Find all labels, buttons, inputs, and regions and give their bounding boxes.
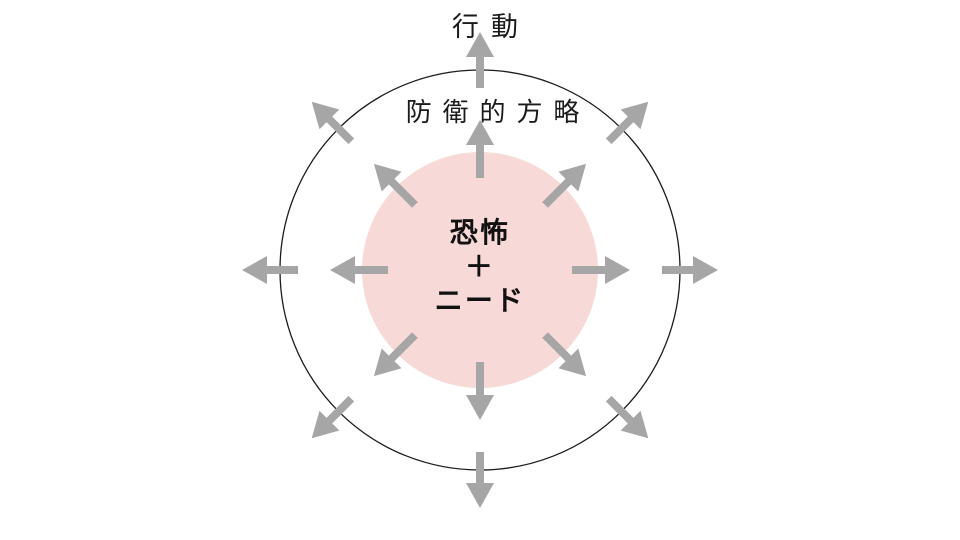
arrow-head-inner-90: [466, 395, 494, 420]
arrow-shaft-outer-135: [325, 395, 355, 425]
core-line-need: ニード: [434, 285, 526, 316]
core-line-fear: 恐怖: [449, 217, 511, 248]
core-label-fear-plus-need: 恐怖 ＋ ニード: [435, 216, 526, 318]
arrow-shaft-inner-135: [387, 332, 418, 363]
label-defensive-strategy: 防衛的方略: [405, 97, 591, 127]
arrow-shaft-inner-225: [387, 177, 418, 208]
arrow-head-inner-135: [373, 348, 402, 377]
arrow-shaft-outer-45: [605, 395, 635, 425]
arrow-head-outer-270: [466, 32, 494, 57]
arrow-shaft-outer-315: [605, 115, 635, 145]
inner-core-circle: [362, 152, 598, 388]
arrow-head-outer-135: [311, 410, 340, 439]
arrow-head-inner-45: [558, 348, 587, 377]
arrow-head-inner-225: [373, 163, 402, 192]
arrow-head-outer-90: [466, 483, 494, 508]
arrow-head-outer-0: [693, 256, 718, 284]
arrow-head-inner-315: [558, 163, 587, 192]
arrow-head-outer-225: [311, 101, 340, 130]
arrow-head-outer-315: [620, 101, 649, 130]
core-line-plus: ＋: [464, 251, 496, 282]
arrow-head-outer-180: [242, 256, 267, 284]
arrow-head-outer-45: [620, 410, 649, 439]
arrow-head-inner-270: [466, 120, 494, 145]
arrow-head-inner-0: [605, 256, 630, 284]
arrow-shaft-outer-225: [325, 115, 355, 145]
label-action: 行動: [451, 12, 531, 42]
arrow-shaft-inner-45: [542, 332, 573, 363]
arrow-shaft-inner-315: [542, 177, 573, 208]
arrow-head-inner-180: [330, 256, 355, 284]
